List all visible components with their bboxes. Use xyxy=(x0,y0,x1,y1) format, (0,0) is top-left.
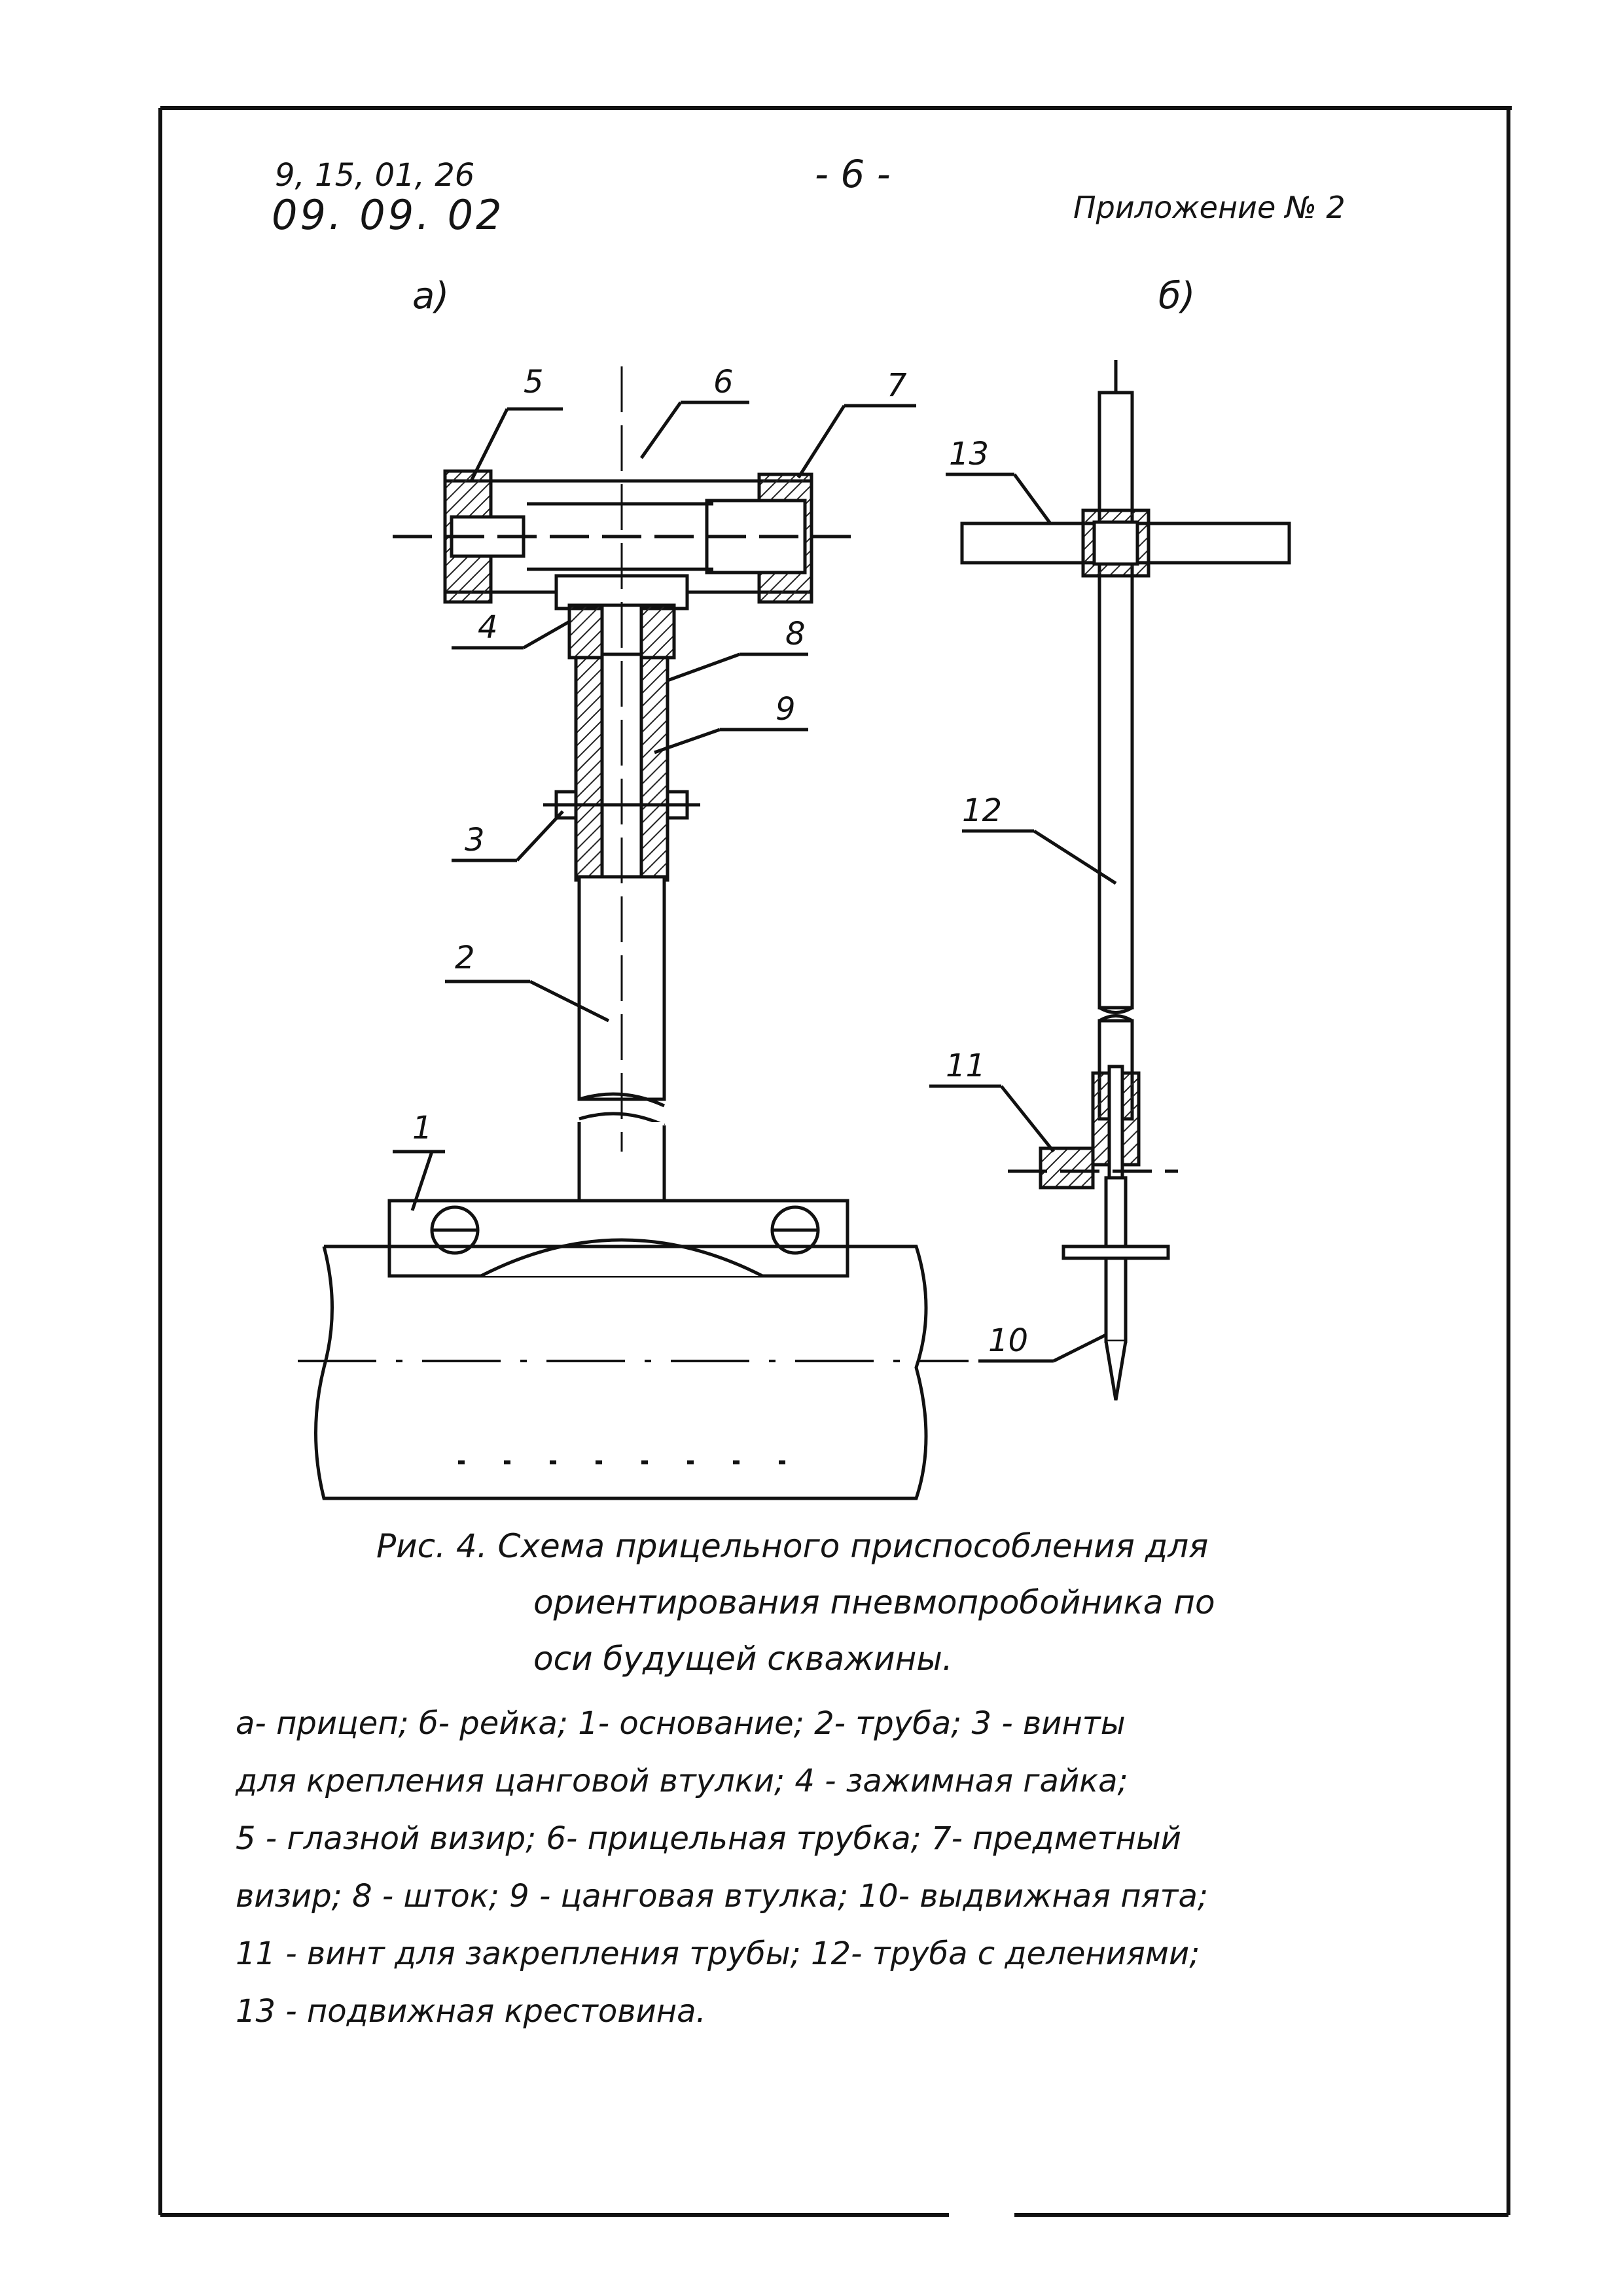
label-8: 8 xyxy=(785,616,806,652)
legend-line-6: 13 - подвижная крестовина. xyxy=(236,1993,706,2030)
page-number: - 6 - xyxy=(815,152,891,196)
label-11: 11 xyxy=(946,1048,986,1084)
label-9: 9 xyxy=(776,691,796,728)
label-6: 6 xyxy=(713,364,734,400)
document-code-2: 09. 09. 02 xyxy=(272,191,505,239)
label-10: 10 xyxy=(988,1322,1028,1359)
legend-line-1: а- прицеп; б- рейка; 1- основание; 2- тр… xyxy=(236,1705,1126,1742)
appendix-label: Приложение № 2 xyxy=(1073,190,1346,225)
legend-line-5: 11 - винт для закрепления трубы; 12- тру… xyxy=(236,1935,1200,1972)
figure-caption: Рис. 4. Схема прицельного приспособления… xyxy=(376,1518,1215,1687)
legend-line-3: 5 - глазной визир; 6- прицельная трубка;… xyxy=(236,1820,1181,1857)
legend-line-4: визир; 8 - шток; 9 - цанговая втулка; 10… xyxy=(236,1878,1209,1915)
figure-labels: 5 6 7 4 8 9 3 2 1 13 12 11 10 xyxy=(412,364,1028,1359)
caption-line-1: Рис. 4. Схема прицельного приспособления… xyxy=(376,1527,1209,1565)
page-border xyxy=(158,106,1512,2217)
caption-line-3: оси будущей скважины. xyxy=(533,1640,953,1678)
document-code-1: 9, 15, 01, 26 xyxy=(275,157,475,194)
label-3: 3 xyxy=(465,822,485,858)
label-13: 13 xyxy=(949,436,989,472)
legend-line-2: для крепления цанговой втулки; 4 - зажим… xyxy=(236,1763,1128,1799)
label-1: 1 xyxy=(412,1110,433,1146)
label-7: 7 xyxy=(887,367,907,404)
label-12: 12 xyxy=(962,792,1002,829)
figure-a-device xyxy=(298,366,969,1500)
figure-legend: а- прицеп; б- рейка; 1- основание; 2- тр… xyxy=(236,1695,1208,2040)
caption-line-2: ориентирования пневмопробойника по xyxy=(533,1583,1215,1621)
subfigure-b-label: б) xyxy=(1158,275,1196,317)
subfigure-a-label: а) xyxy=(412,275,450,317)
label-5: 5 xyxy=(524,364,544,400)
label-2: 2 xyxy=(455,940,475,976)
figure-b-rod xyxy=(929,360,1291,1401)
label-4: 4 xyxy=(478,609,498,646)
